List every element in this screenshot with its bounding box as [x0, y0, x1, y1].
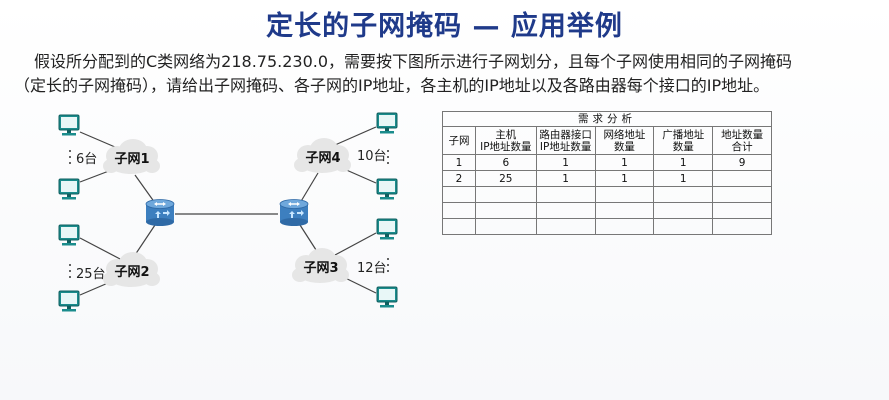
problem-statement: 假设所分配到的C类网络为218.75.230.0，需要按下图所示进行子网划分，且…: [14, 50, 884, 98]
host-icon: [58, 114, 80, 136]
col-broadcast-addr-count: 广播地址数量: [653, 126, 714, 155]
host-icon: [376, 178, 398, 200]
host-icon: [58, 290, 80, 312]
subnet3-host-count: 12台: [357, 261, 387, 276]
problem-line-2: （定长的子网掩码），请给出子网掩码、各子网的IP地址，各主机的IP地址以及各路由…: [14, 76, 770, 95]
subnet2-label: 子网2: [114, 265, 149, 280]
col-network-addr-count: 网络地址数量: [594, 126, 655, 155]
subnet1-host-count: 6台: [76, 152, 97, 167]
table-row: [442, 202, 772, 219]
host-range-dots: [69, 150, 389, 278]
router-icon: [145, 199, 175, 227]
table-caption: 需求分析: [442, 111, 772, 127]
page-title: 定长的子网掩码 — 应用举例: [266, 11, 623, 42]
host-icon: [376, 112, 398, 134]
problem-line-1: 假设所分配到的C类网络为218.75.230.0，需要按下图所示进行子网划分，且…: [34, 52, 793, 71]
col-total-addr-count: 地址数量合计: [712, 126, 772, 155]
subnet2-host-count: 25台: [76, 267, 106, 282]
router-icon: [279, 199, 309, 227]
subnet1-label: 子网1: [114, 152, 149, 167]
table-row: [442, 218, 772, 235]
host-icon: [58, 178, 80, 200]
subnet4-host-count: 10台: [357, 149, 387, 164]
host-icon: [376, 286, 398, 308]
col-subnet: 子网: [442, 126, 476, 155]
network-diagram: 6台 25台 12台 10台 子网1 子网2 子网3 子网4: [58, 112, 398, 312]
subnet3-label: 子网3: [303, 261, 338, 276]
host-icon: [58, 224, 80, 246]
host-icon: [376, 218, 398, 240]
table-row: [442, 186, 772, 203]
subnet4-label: 子网4: [305, 151, 340, 166]
